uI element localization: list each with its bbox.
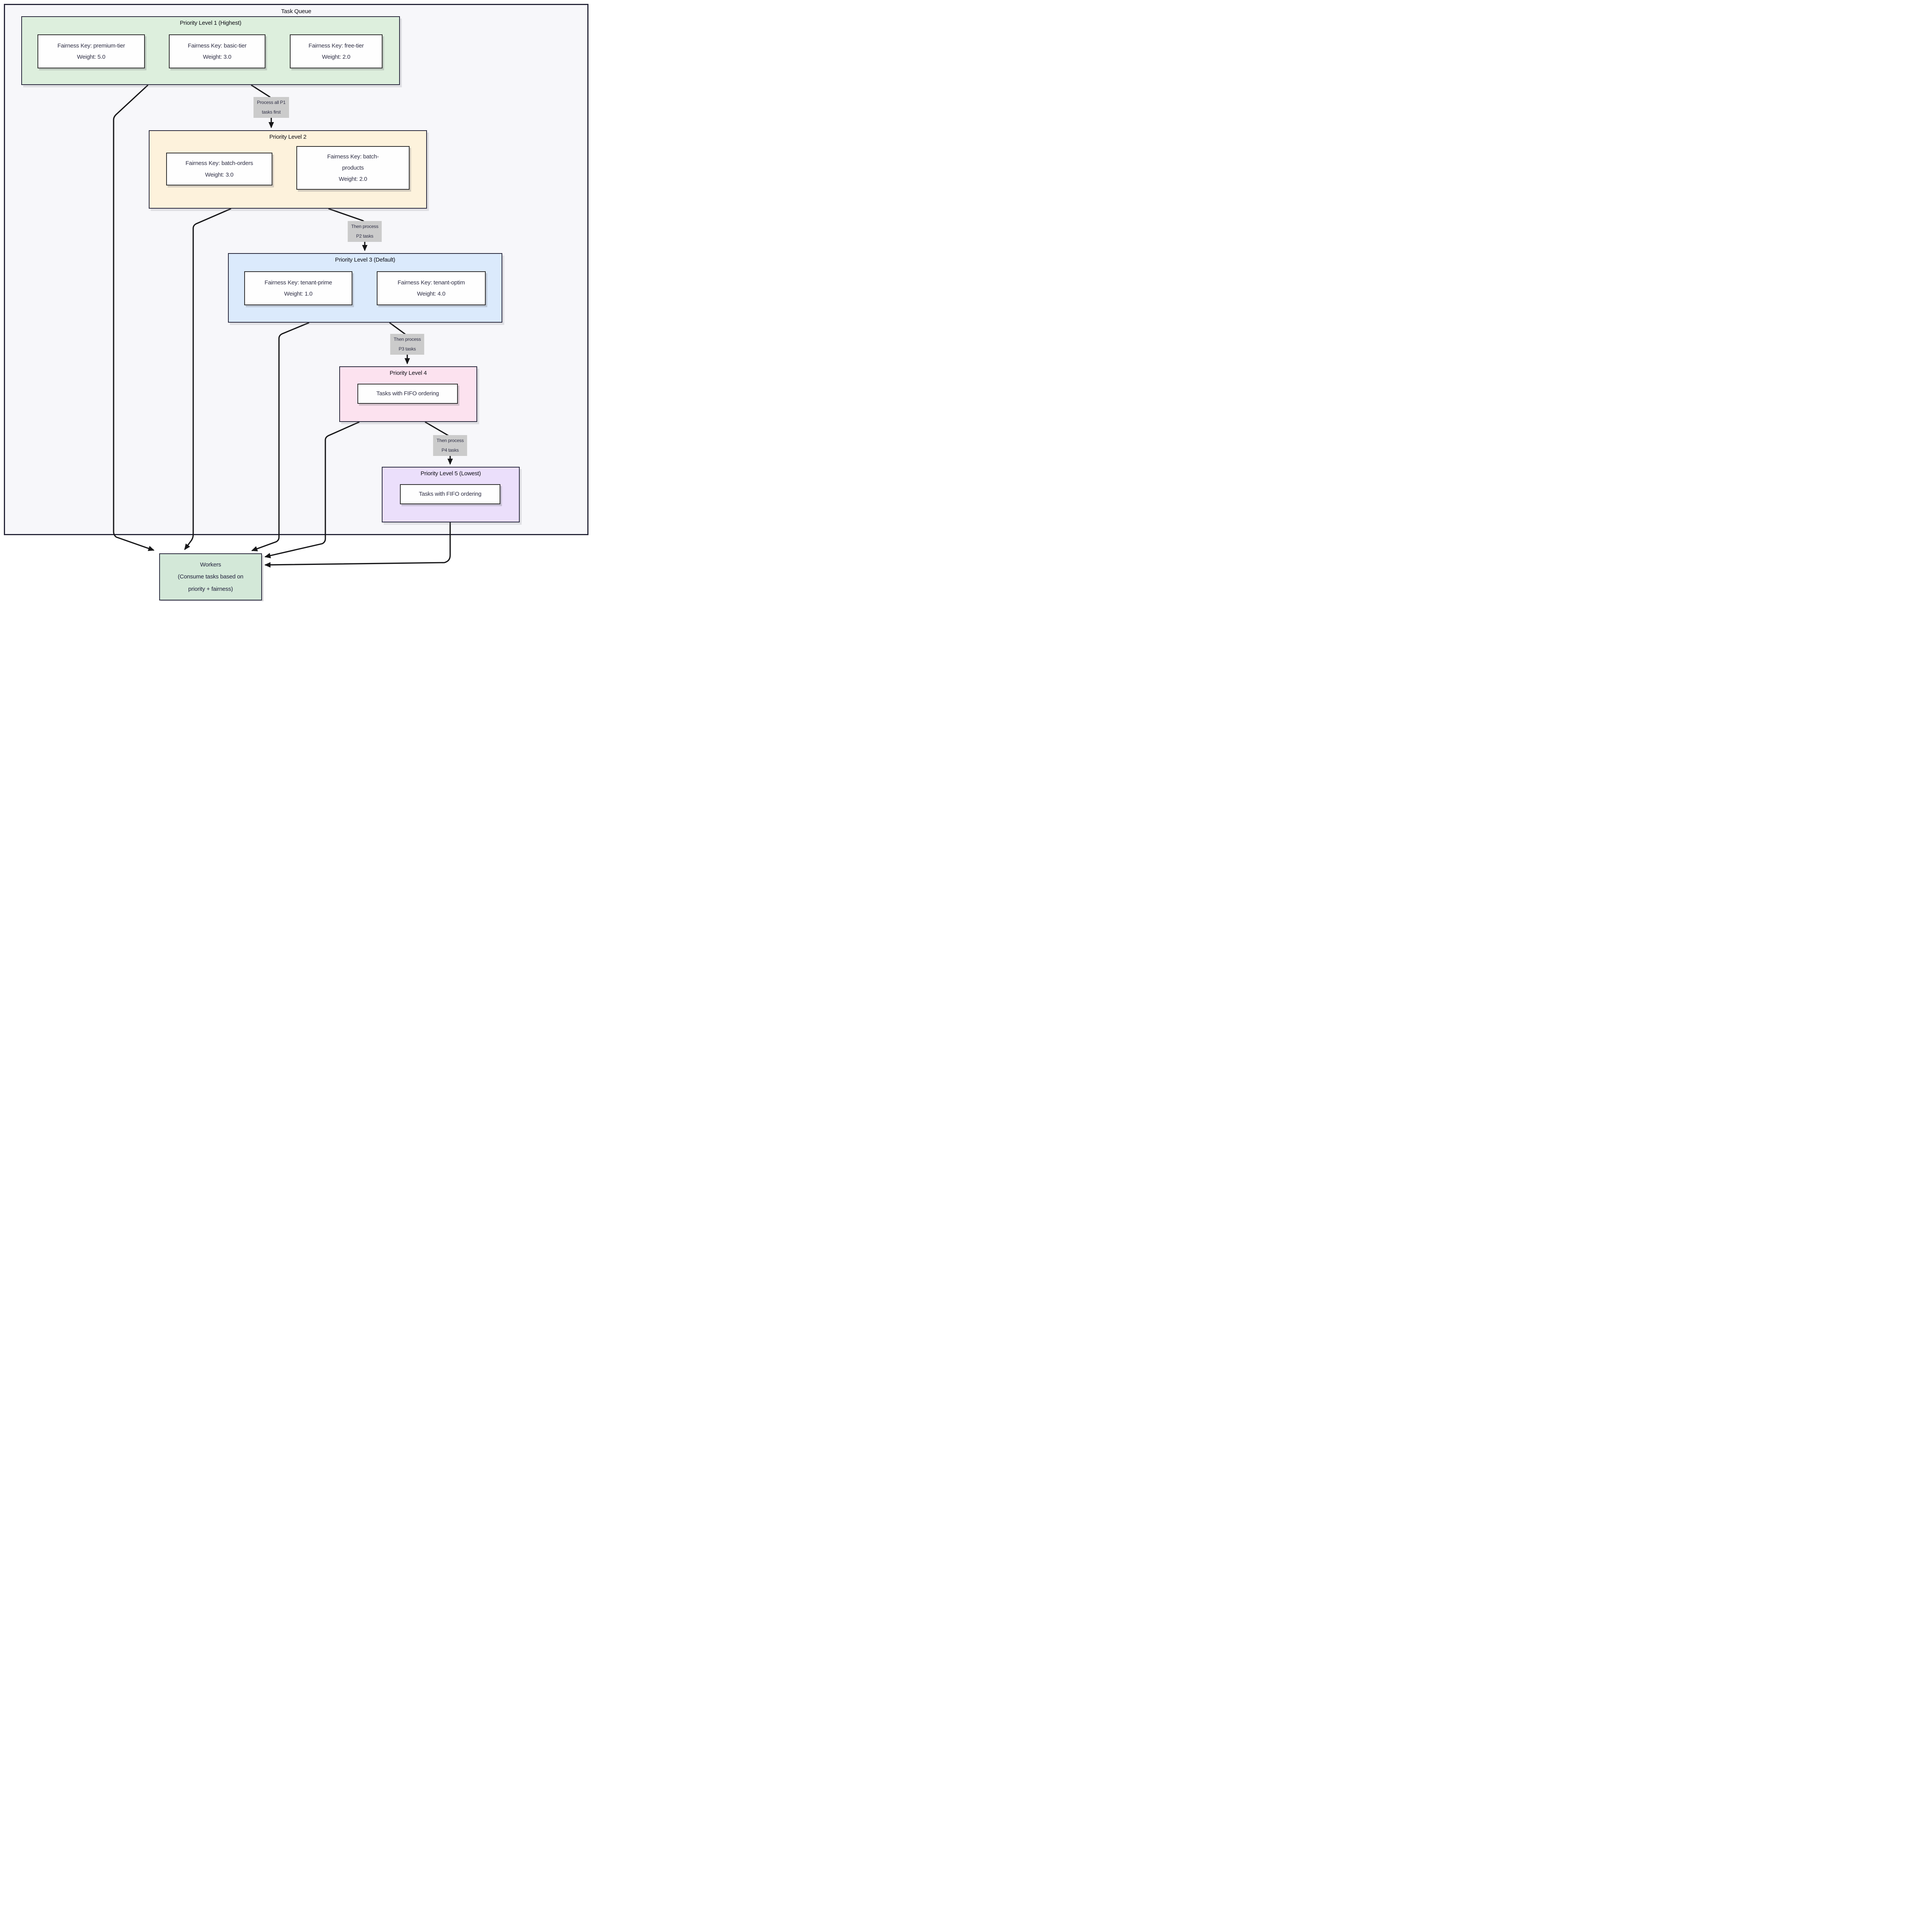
node-batch-products: Fairness Key: batch- products Weight: 2.… bbox=[296, 146, 410, 190]
node-premium-tier: Fairness Key: premium-tier Weight: 5.0 bbox=[37, 34, 145, 68]
workers-node: Workers (Consume tasks based on priority… bbox=[159, 553, 262, 600]
node-free-tier: Fairness Key: free-tier Weight: 2.0 bbox=[290, 34, 383, 68]
edge-label-p2-p3: Then process P2 tasks bbox=[347, 221, 382, 242]
diagram-canvas: Task Queue Priority Level 1 (Highest) Fa… bbox=[0, 0, 596, 601]
level-2-title: Priority Level 2 bbox=[269, 134, 306, 140]
node-fifo-p4: Tasks with FIFO ordering bbox=[357, 384, 458, 404]
node-batch-orders: Fairness Key: batch-orders Weight: 3.0 bbox=[166, 153, 272, 185]
edge-label-p3-p4: Then process P3 tasks bbox=[390, 334, 425, 355]
level-5-title: Priority Level 5 (Lowest) bbox=[420, 470, 481, 477]
edge-label-p1-p2: Process all P1 tasks first bbox=[253, 97, 289, 118]
level-1-title: Priority Level 1 (Highest) bbox=[180, 20, 242, 26]
node-tenant-optim: Fairness Key: tenant-optim Weight: 4.0 bbox=[377, 271, 486, 305]
node-fifo-p5: Tasks with FIFO ordering bbox=[400, 484, 500, 504]
diagram-title: Task Queue bbox=[281, 8, 311, 15]
edge-label-p4-p5: Then process P4 tasks bbox=[433, 435, 468, 456]
level-3-title: Priority Level 3 (Default) bbox=[335, 257, 395, 263]
level-4-title: Priority Level 4 bbox=[389, 370, 427, 376]
node-tenant-prime: Fairness Key: tenant-prime Weight: 1.0 bbox=[244, 271, 352, 305]
node-basic-tier: Fairness Key: basic-tier Weight: 3.0 bbox=[169, 34, 265, 68]
